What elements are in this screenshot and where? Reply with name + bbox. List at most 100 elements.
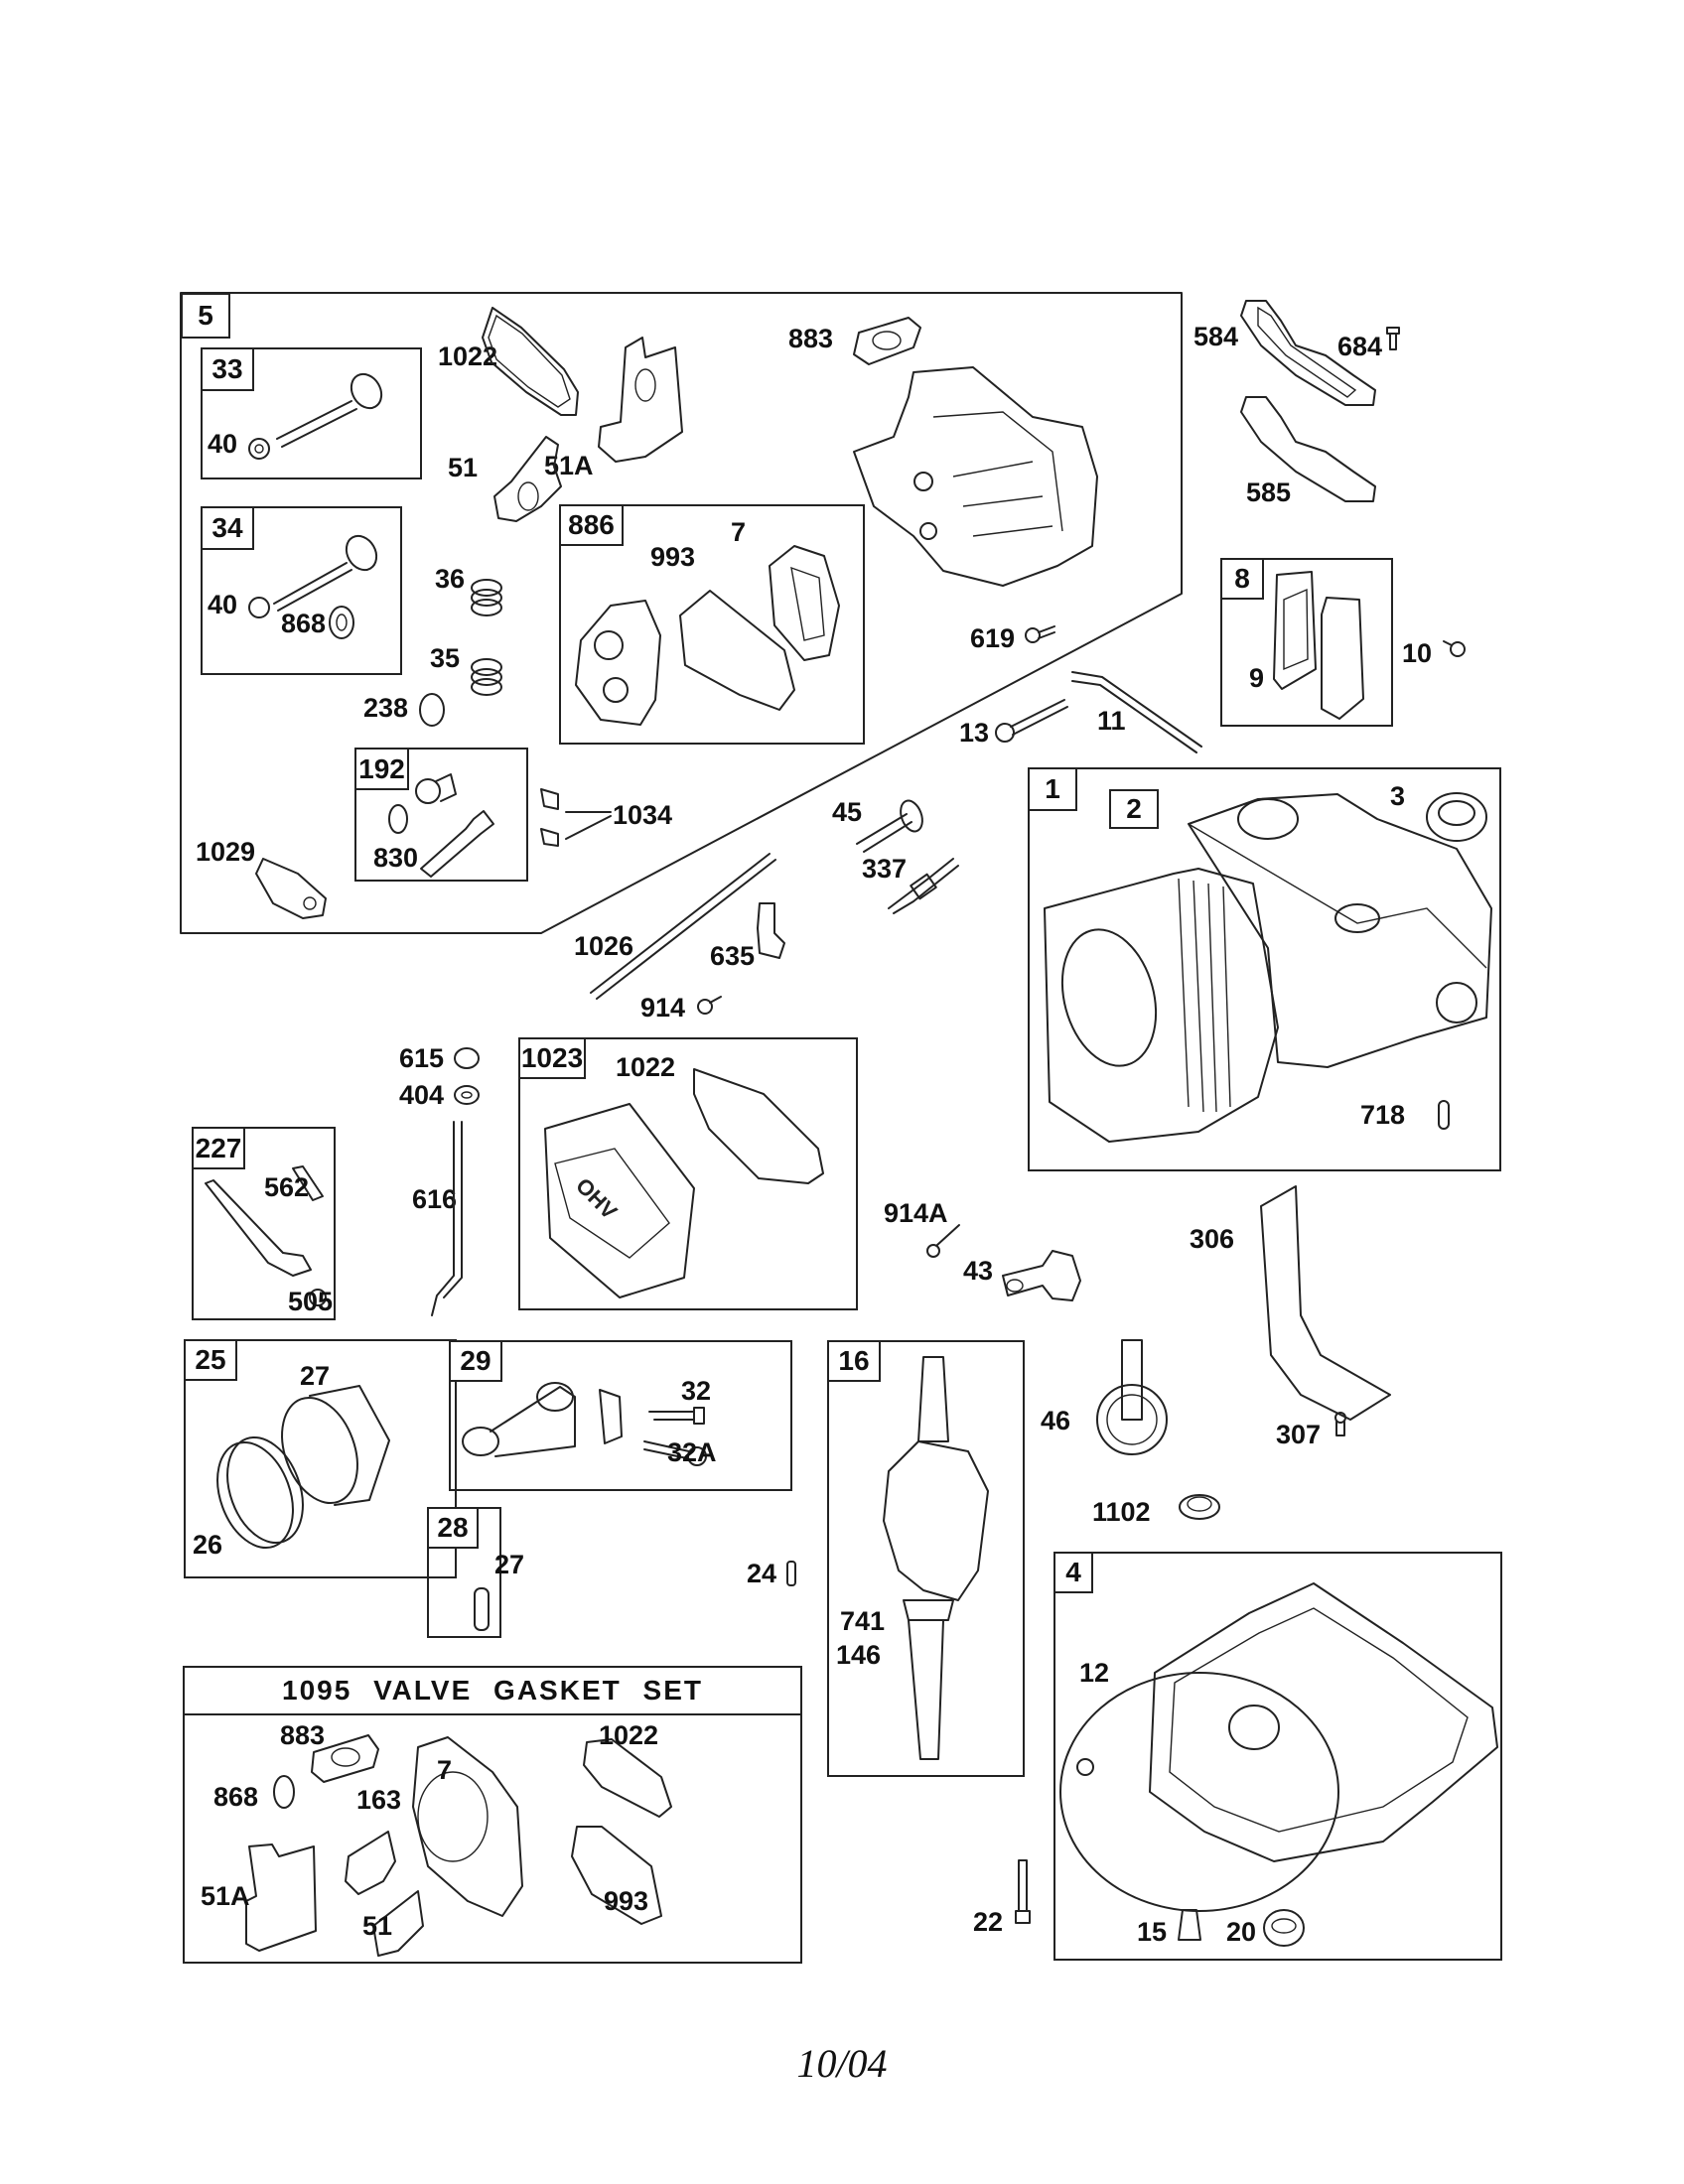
part-label-868: 868 [213, 1782, 259, 1812]
part-label-36: 36 [435, 564, 466, 594]
part-label-51A: 51A [201, 1881, 250, 1911]
part-label-1026: 1026 [574, 931, 634, 961]
connecting-rod-icon [462, 1382, 707, 1466]
part-label-35: 35 [430, 643, 461, 673]
rocker-stud-kit-box: 192 [354, 748, 528, 882]
part-label-51: 51 [448, 453, 479, 482]
part-label-993: 993 [604, 1886, 649, 1916]
bolt-10-icon [1443, 640, 1466, 657]
dowel-718-icon [1438, 1100, 1450, 1130]
part-label-883: 883 [788, 324, 834, 353]
breather-gasket-icon [575, 545, 840, 726]
part-label-12: 12 [1079, 1658, 1110, 1688]
part-label-616: 616 [412, 1184, 458, 1214]
bolt-22-icon [1015, 1859, 1031, 1924]
part-label-868: 868 [281, 609, 327, 638]
group-ref-1: 1 [1028, 767, 1077, 811]
group-ref-29: 29 [449, 1340, 502, 1382]
cap-238-icon [419, 693, 445, 727]
page-footer-date: 10/04 [796, 2041, 888, 2086]
part-label-45: 45 [832, 797, 863, 827]
part-label-9: 9 [1249, 663, 1265, 693]
part-label-741: 741 [840, 1606, 886, 1636]
part-label-584: 584 [1193, 322, 1239, 351]
seal-20-icon [1263, 1909, 1305, 1947]
part-label-404: 404 [399, 1080, 445, 1110]
gasket-kit-886-box: 886 [559, 504, 865, 745]
bolt-619-icon [1025, 625, 1055, 643]
part-label-1022: 1022 [599, 1720, 659, 1750]
group-ref-16: 16 [827, 1340, 881, 1382]
part-label-1022: 1022 [438, 341, 498, 371]
part-label-993: 993 [650, 542, 696, 572]
part-label-1102: 1102 [1092, 1497, 1151, 1527]
governor-lever-kit-box: 227 [192, 1127, 336, 1320]
seal-3-icon [1426, 792, 1487, 842]
screw-307-icon [1334, 1412, 1346, 1436]
part-label-46: 46 [1041, 1406, 1071, 1435]
valve-gasket-set-box: 1095 VALVE GASKET SET [183, 1666, 802, 1964]
cylinder-assembly-box: 1 2 [1028, 767, 1501, 1171]
tappet-45-icon [856, 799, 923, 853]
crankshaft-box: 16 [827, 1340, 1025, 1777]
part-label-40: 40 [208, 429, 238, 459]
part-label-830: 830 [373, 843, 419, 873]
seal-1102-icon [1179, 1494, 1220, 1520]
governor-control-43-icon [1002, 1250, 1081, 1301]
piston-pin-icon [474, 1587, 490, 1631]
part-label-585: 585 [1246, 478, 1292, 507]
intake-manifold-584-icon [1240, 300, 1376, 406]
part-label-615: 615 [399, 1043, 445, 1073]
group-ref-2-box: 2 [1109, 789, 1159, 829]
part-label-7: 7 [731, 517, 747, 547]
bolt-13-icon [995, 699, 1068, 743]
nut-615-icon [454, 1047, 480, 1069]
valve-spring-35-icon [471, 658, 502, 696]
sump-assembly-box: 4 [1053, 1552, 1502, 1961]
group-ref-8: 8 [1220, 558, 1264, 600]
intake-gasket-51-icon [493, 436, 562, 522]
valve-gasket-set-title: 1095 VALVE GASKET SET [185, 1668, 800, 1715]
rocker-cover-kit-box: 1023 OHV [518, 1037, 858, 1310]
governor-lever-icon [205, 1165, 327, 1306]
muffler-gasket-kit-box: 8 [1220, 558, 1393, 727]
part-label-10: 10 [1402, 638, 1433, 668]
piston-and-rings-icon [216, 1385, 390, 1550]
part-label-32: 32 [681, 1376, 712, 1406]
part-label-619: 619 [970, 623, 1016, 653]
part-label-22: 22 [973, 1907, 1004, 1937]
valve-spring-36-icon [471, 579, 502, 616]
elbow-fitting-635-icon [757, 902, 785, 959]
group-ref-4: 4 [1053, 1552, 1093, 1593]
part-label-238: 238 [363, 693, 409, 723]
part-label-306: 306 [1190, 1224, 1235, 1254]
bolt-684-icon [1386, 327, 1400, 350]
part-label-27: 27 [300, 1361, 331, 1391]
cylinder-head-icon [853, 366, 1098, 587]
part-label-1034: 1034 [613, 800, 673, 830]
link-rod-616-icon [431, 1121, 463, 1316]
exhaust-gasket-icon [1273, 571, 1364, 720]
group-ref-25: 25 [184, 1339, 237, 1381]
part-label-26: 26 [193, 1530, 223, 1560]
pushrod-1026-icon [590, 853, 776, 1000]
crankshaft-icon [883, 1356, 989, 1760]
group-ref-34: 34 [201, 506, 254, 550]
part-label-684: 684 [1337, 332, 1383, 361]
svg-text:OHV: OHV [571, 1173, 623, 1225]
part-label-32A: 32A [667, 1437, 717, 1467]
part-label-307: 307 [1276, 1420, 1322, 1449]
cylinder-block-icon [1044, 793, 1492, 1143]
rocker-cover-icon: OHV [544, 1068, 824, 1298]
bolt-914-icon [697, 996, 722, 1015]
group-ref-1023: 1023 [518, 1037, 586, 1079]
part-label-20: 20 [1226, 1917, 1257, 1947]
plug-15-icon [1178, 1909, 1201, 1941]
intake-valve-icon [248, 534, 378, 639]
spark-plug-337-icon [888, 858, 959, 914]
group-ref-33: 33 [201, 347, 254, 391]
intake-gasket-883-icon [853, 317, 921, 365]
part-label-1029: 1029 [196, 837, 256, 867]
part-label-562: 562 [264, 1172, 310, 1202]
group-ref-192: 192 [354, 748, 409, 790]
